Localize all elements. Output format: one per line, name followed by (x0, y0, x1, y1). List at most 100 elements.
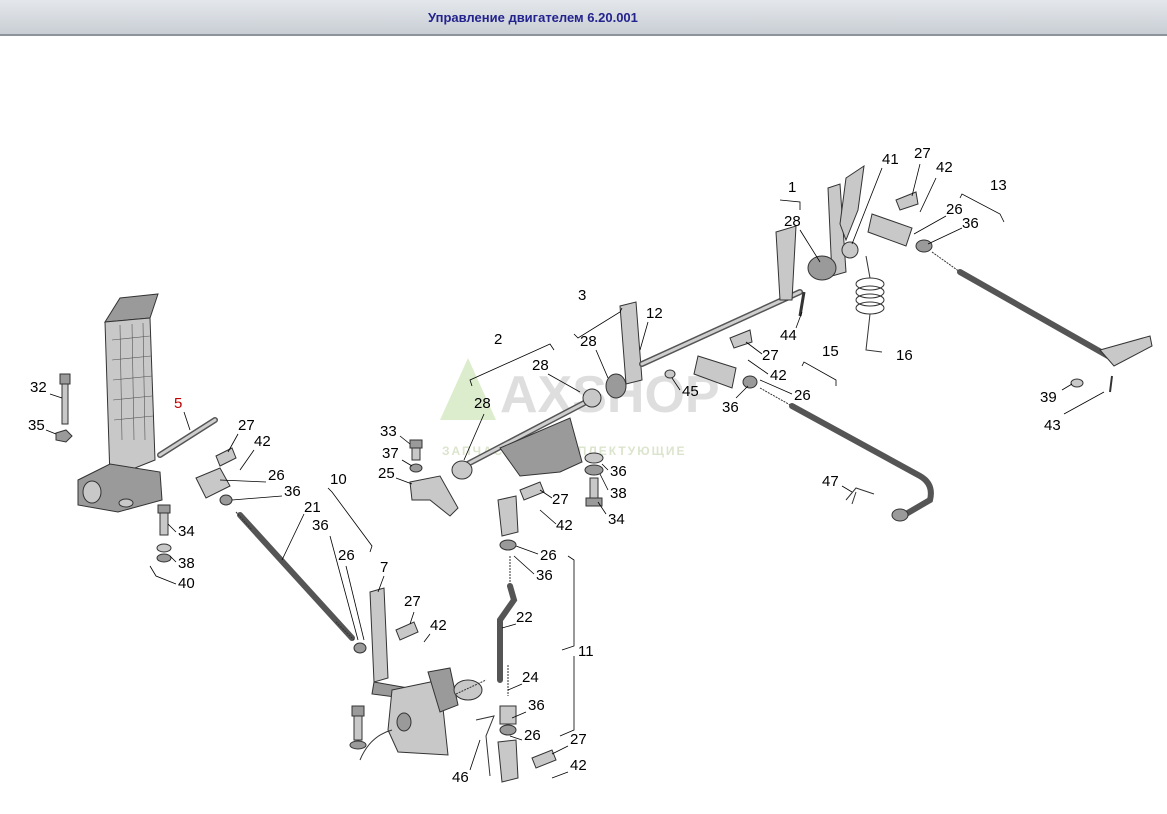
svg-text:25: 25 (378, 465, 395, 482)
callout-2: 2 (469, 331, 555, 387)
callout-26e: 26 (338, 547, 365, 641)
callout-7: 7 (377, 559, 388, 593)
callout-3: 3 (573, 287, 623, 339)
svg-text:1: 1 (788, 179, 796, 196)
pin-45 (664, 369, 676, 379)
svg-text:2: 2 (494, 331, 502, 348)
svg-text:27: 27 (914, 145, 931, 162)
callout-34a: 34 (597, 501, 625, 528)
callout-27e: 27 (404, 593, 421, 625)
svg-text:42: 42 (254, 433, 271, 450)
callout-21: 21 (281, 499, 321, 561)
callout-45: 45 (671, 377, 699, 400)
svg-text:36: 36 (722, 399, 739, 416)
callout-15: 15 (801, 343, 839, 386)
callout-42d: 42 (551, 757, 587, 779)
svg-text:26: 26 (946, 201, 963, 218)
pin-43 (1109, 375, 1113, 393)
callout-26d: 26 (509, 727, 541, 744)
svg-text:26: 26 (540, 547, 557, 564)
svg-text:44: 44 (780, 327, 797, 344)
callout-44: 44 (780, 311, 803, 344)
svg-text:28: 28 (580, 333, 597, 350)
accelerator-pedal (77, 293, 163, 513)
svg-text:12: 12 (646, 305, 663, 322)
callout-11: 11 (559, 555, 594, 737)
svg-text:33: 33 (380, 423, 397, 440)
svg-text:43: 43 (1044, 417, 1061, 434)
callout-27c: 27 (539, 489, 569, 508)
callout-28c: 28 (532, 357, 581, 393)
callout-36d: 36 (513, 555, 553, 584)
svg-text:45: 45 (682, 383, 699, 400)
callout-36c: 36 (601, 463, 627, 480)
svg-text:15: 15 (822, 343, 839, 360)
svg-text:42: 42 (936, 159, 953, 176)
callout-26a: 26 (913, 201, 963, 235)
svg-text:47: 47 (822, 473, 839, 490)
bolt-lower-left (349, 705, 367, 750)
callout-13: 13 (959, 177, 1007, 223)
svg-text:42: 42 (556, 517, 573, 534)
svg-text:46: 46 (452, 769, 469, 786)
svg-text:28: 28 (784, 213, 801, 230)
callout-24: 24 (507, 669, 539, 691)
callout-27b: 27 (745, 341, 779, 364)
callout-38b: 38 (169, 555, 195, 572)
svg-text:28: 28 (532, 357, 549, 374)
callout-26c: 26 (515, 545, 557, 564)
callout-41: 41 (851, 151, 899, 245)
callout-34b: 34 (167, 523, 195, 540)
pin-27-bottom (531, 749, 557, 769)
rod-21 (195, 467, 367, 654)
svg-text:35: 35 (28, 417, 45, 434)
bolt-32 (59, 373, 71, 425)
callout-47: 47 (822, 473, 853, 493)
clip-46 (475, 715, 495, 777)
callout-36b: 36 (722, 385, 749, 416)
svg-text:32: 32 (30, 379, 47, 396)
rod-13 (867, 213, 1153, 367)
callout-38a: 38 (599, 473, 627, 502)
nut-35 (55, 429, 73, 443)
callout-36g: 36 (231, 483, 301, 501)
washer-39 (1070, 378, 1084, 388)
svg-text:34: 34 (608, 511, 625, 528)
svg-text:36: 36 (610, 463, 627, 480)
callout-1: 1 (779, 179, 801, 210)
svg-text:26: 26 (524, 727, 541, 744)
window-title: Управление двигателем 6.20.001 (428, 10, 638, 25)
svg-text:3: 3 (578, 287, 586, 304)
callout-27a: 27 (911, 145, 931, 197)
svg-text:28: 28 (474, 395, 491, 412)
svg-text:27: 27 (570, 731, 587, 748)
svg-text:36: 36 (962, 215, 979, 232)
svg-text:37: 37 (382, 445, 399, 462)
callout-42a: 42 (919, 159, 953, 213)
callout-32: 32 (30, 379, 63, 399)
callout-12: 12 (639, 305, 663, 351)
window-titlebar: Управление двигателем 6.20.001 (0, 0, 1167, 36)
pin-44 (798, 291, 806, 317)
pin-27-top-right (895, 191, 919, 211)
svg-text:42: 42 (430, 617, 447, 634)
callout-36a: 36 (927, 215, 979, 245)
callout-5: 5 (174, 395, 191, 431)
callout-27d: 27 (551, 731, 587, 755)
callout-16: 16 (896, 347, 913, 364)
lever-3 (605, 301, 643, 399)
svg-text:7: 7 (380, 559, 388, 576)
svg-text:16: 16 (896, 347, 913, 364)
callout-25: 25 (378, 465, 413, 485)
callout-36f: 36 (312, 517, 359, 641)
svg-text:39: 39 (1040, 389, 1057, 406)
shaft-12 (639, 289, 803, 367)
cotter-spring-left (359, 729, 393, 761)
svg-text:27: 27 (404, 593, 421, 610)
svg-text:27: 27 (552, 491, 569, 508)
svg-text:27: 27 (238, 417, 255, 434)
svg-text:36: 36 (536, 567, 553, 584)
svg-text:36: 36 (312, 517, 329, 534)
svg-text:10: 10 (330, 471, 347, 488)
rod-22 (497, 495, 519, 783)
